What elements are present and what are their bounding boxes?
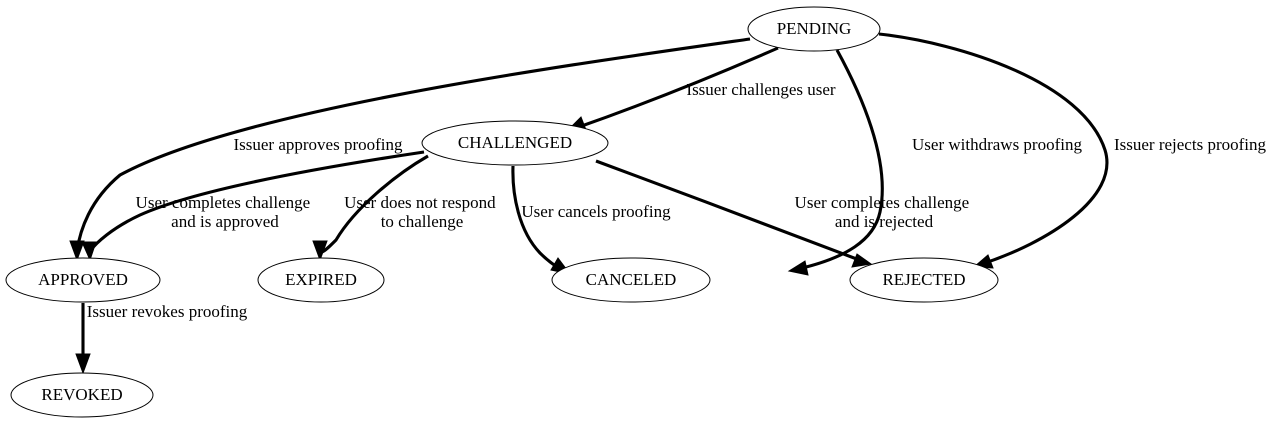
edge-approved-to-revoked[interactable]: Issuer revokes proofing [75,302,248,375]
node-revoked-ellipse [10,372,154,418]
edge-pending-to-approved[interactable]: Issuer approves proofing [69,37,751,262]
node-pending[interactable]: PENDING [747,6,881,52]
node-expired-label: EXPIRED [285,270,357,289]
edge-challenged-to-rejected-label: User completes challenge and is rejected [795,193,974,231]
node-rejected[interactable]: REJECTED [849,257,999,303]
node-expired-ellipse [257,257,385,303]
edge-challenged-to-rejected[interactable]: User completes challenge and is rejected [595,159,974,268]
edge-pending-to-challenged[interactable]: Issuer challenges user [565,46,836,132]
node-canceled-label: CANCELED [586,270,677,289]
edge-pending-to-canceled-arrowhead [787,260,809,276]
edge-pending-to-approved-path [75,37,751,252]
edge-challenged-to-rejected-path [595,159,863,263]
edge-pending-to-rejected-label: Issuer rejects proofing [1114,135,1267,154]
node-approved-ellipse [5,257,161,303]
node-approved-label: APPROVED [38,270,128,289]
edge-challenged-to-approved-path [88,150,425,252]
node-revoked-label: REVOKED [41,385,122,404]
edge-pending-to-approved-arrowhead [69,240,85,262]
node-challenged[interactable]: CHALLENGED [421,120,609,166]
node-rejected-label: REJECTED [882,270,965,289]
node-pending-ellipse [747,6,881,52]
edge-pending-to-challenged-label: Issuer challenges user [686,80,836,99]
edge-challenged-to-expired-arrowhead [312,240,328,262]
edge-challenged-to-expired[interactable]: User does not respond to challenge [312,154,500,262]
edge-challenged-to-canceled-label: User cancels proofing [521,202,671,221]
edge-approved-to-revoked-arrowhead [75,353,91,375]
node-rejected-ellipse [849,257,999,303]
node-pending-label: PENDING [777,19,852,38]
edge-challenged-to-approved-label: User completes challenge and is approved [136,193,315,231]
node-challenged-ellipse [421,120,609,166]
edge-challenged-to-canceled[interactable]: User cancels proofing [511,165,671,275]
node-expired[interactable]: EXPIRED [257,257,385,303]
node-challenged-label: CHALLENGED [458,133,572,152]
edge-challenged-to-expired-path [321,154,429,254]
edge-challenged-to-expired-label: User does not respond to challenge [344,193,500,231]
node-revoked[interactable]: REVOKED [10,372,154,418]
edge-challenged-to-approved[interactable]: User completes challenge and is approved [81,150,425,262]
edge-challenged-to-approved-arrowhead [81,241,97,262]
node-approved[interactable]: APPROVED [5,257,161,303]
edge-challenged-to-rejected-arrowhead [851,253,873,268]
edge-pending-to-rejected-path [878,32,1109,266]
edge-approved-to-revoked-label: Issuer revokes proofing [87,302,248,321]
edge-pending-to-canceled[interactable]: User withdraws proofing [787,49,1082,276]
edge-pending-to-approved-label: Issuer approves proofing [233,135,403,154]
edge-pending-to-challenged-path [575,46,779,130]
node-canceled-ellipse [551,257,711,303]
edge-pending-to-canceled-path [797,49,884,271]
node-canceled[interactable]: CANCELED [551,257,711,303]
edge-pending-to-canceled-label: User withdraws proofing [912,135,1082,154]
